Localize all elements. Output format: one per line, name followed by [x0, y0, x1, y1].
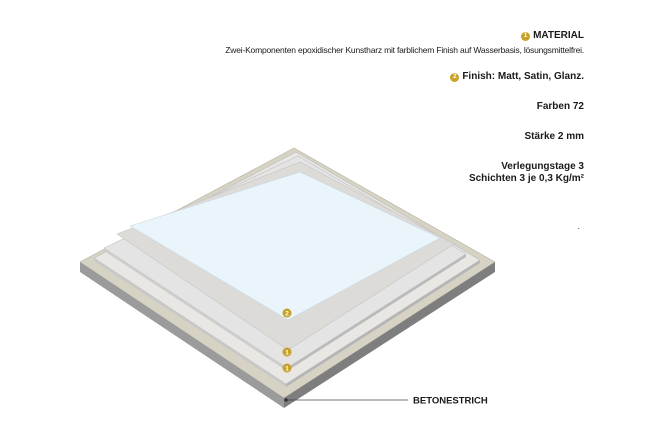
primer-right-edge [286, 260, 480, 387]
layer-marker-finish-label: 2 [285, 310, 289, 317]
material-heading: MATERIAL [533, 30, 584, 41]
stray-mark: . [577, 221, 580, 231]
resin-left-edge [104, 248, 287, 371]
finish-row: 2 Finish: Matt, Satin, Glanz. [204, 71, 584, 83]
finish-text: Finish: Matt, Satin, Glanz. [462, 71, 584, 82]
finish-top-face [129, 171, 441, 321]
colors-line: Farben 72 [536, 101, 584, 112]
layer-marker-primer-label: 1 [285, 365, 289, 372]
material-badge: 1 [521, 31, 531, 41]
layer-marker-resin-label: 1 [285, 349, 289, 356]
base-left-side [80, 262, 284, 408]
base-label: BETONESTRICH [413, 396, 488, 407]
material-description: Zwei-Komponenten epoxidischer Kunstharz … [225, 45, 584, 55]
base-callout: BETONESTRICH [284, 396, 488, 407]
layer-marker-finish: 2 [282, 308, 292, 318]
material-info-panel: 1 MATERIAL Zwei-Komponenten epoxidischer… [204, 30, 584, 185]
material-heading-row: 1 MATERIAL [204, 30, 584, 42]
layer-marker-resin: 1 [282, 347, 292, 357]
layers-line: Schichten 3 je 0,3 Kg/m² [468, 173, 584, 184]
finish-badge: 2 [450, 72, 460, 82]
finish-layer [129, 171, 441, 321]
install-days-line: Verlegungstage 3 [501, 161, 584, 172]
base-right-side [284, 262, 495, 408]
resin-right-edge [287, 254, 466, 371]
primer-left-edge [94, 258, 286, 387]
thickness-line: Stärke 2 mm [524, 131, 584, 142]
layer-marker-primer: 1 [282, 363, 292, 373]
